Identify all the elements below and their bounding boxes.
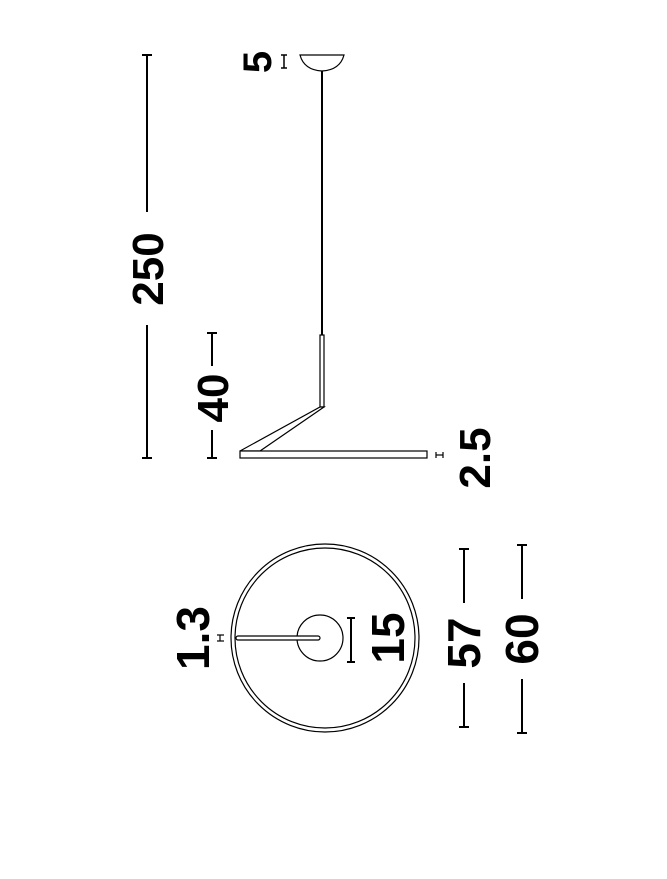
- side-view-lamp: [239, 54, 428, 459]
- dim-line-57: [459, 548, 469, 728]
- dim-line-250: [142, 54, 152, 459]
- inner-ring: [234, 547, 416, 729]
- label-15: 15: [362, 612, 414, 663]
- dim-line-40: [207, 332, 217, 459]
- vertical-arm: [319, 334, 325, 408]
- label-250: 250: [124, 232, 173, 305]
- label-5: 5: [236, 51, 280, 73]
- dim-line-60: [517, 544, 527, 734]
- label-60: 60: [496, 613, 548, 664]
- arm: [235, 635, 321, 641]
- label-40: 40: [189, 374, 238, 423]
- outer-ring: [230, 543, 420, 733]
- canopy: [299, 54, 345, 72]
- dim-tick-1-3: [217, 634, 224, 642]
- dim-tick-2-5: [435, 452, 444, 458]
- dim-tick-5: [281, 54, 287, 69]
- label-1-3: 1.3: [167, 606, 219, 670]
- top-view-lamp: [230, 543, 420, 733]
- label-57: 57: [438, 617, 490, 668]
- label-2-5: 2.5: [451, 427, 500, 488]
- dim-line-15: [347, 617, 355, 663]
- ring-profile: [239, 450, 428, 459]
- diagonal-arm: [239, 406, 326, 452]
